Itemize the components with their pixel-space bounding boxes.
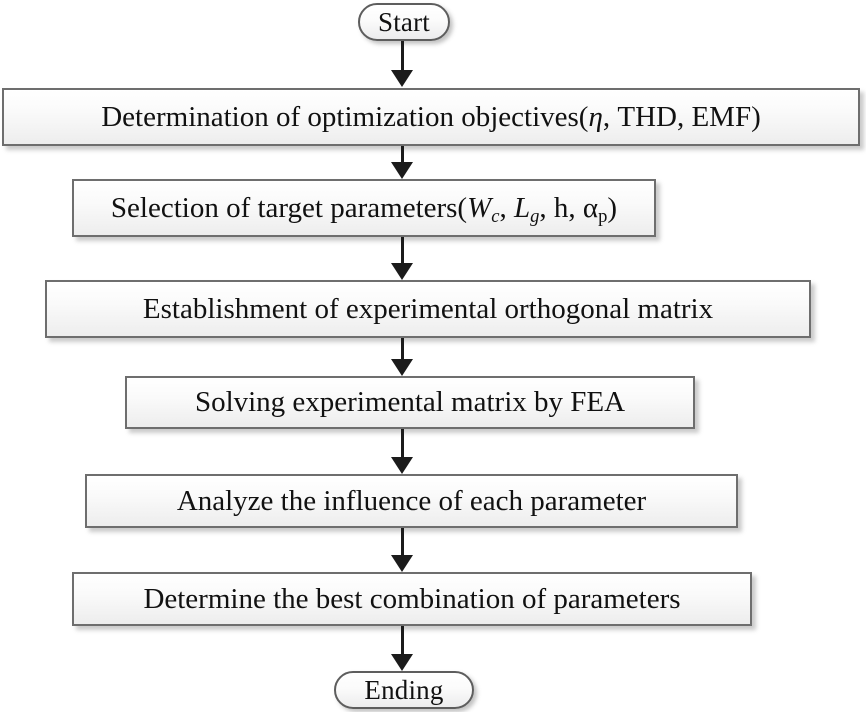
subscript-g: g xyxy=(530,205,540,227)
arrow-stem xyxy=(400,146,404,163)
arrow-stem xyxy=(400,528,404,556)
symbol-l: L xyxy=(514,191,531,224)
arrow-head-icon xyxy=(391,359,413,376)
node-ending[interactable]: Ending xyxy=(334,671,474,709)
node-analyze-influence-label: Analyze the influence of each parameter xyxy=(176,484,647,517)
arrow-stem xyxy=(400,41,404,71)
arrow-head-icon xyxy=(391,70,413,87)
objectives-lead: Determination of optimization objectives… xyxy=(101,100,589,133)
objectives-tail: , THD, EMF) xyxy=(602,100,761,133)
arrow-stem xyxy=(400,429,404,458)
symbol-w: W xyxy=(467,191,492,224)
arrow-head-icon xyxy=(391,457,413,474)
eta-symbol: η xyxy=(588,100,603,133)
arrow-best-combination-to-ending xyxy=(389,626,415,671)
node-best-combination[interactable]: Determine the best combination of parame… xyxy=(72,572,752,626)
arrow-analyze-influence-to-best-combination xyxy=(389,528,415,572)
symbol-alpha: α xyxy=(582,191,599,224)
arrow-orthogonal-matrix-to-solving-fea xyxy=(389,338,415,376)
node-ending-label: Ending xyxy=(364,674,444,705)
arrow-stem xyxy=(400,237,404,264)
node-solving-fea[interactable]: Solving experimental matrix by FEA xyxy=(125,376,695,429)
node-start-label: Start xyxy=(378,6,430,37)
arrow-head-icon xyxy=(391,162,413,179)
parameters-sep-2: , h, xyxy=(539,191,583,224)
parameters-sep-1: , xyxy=(499,191,514,224)
arrow-stem xyxy=(400,338,404,360)
arrow-head-icon xyxy=(391,555,413,572)
node-orthogonal-matrix-label: Establishment of experimental orthogonal… xyxy=(142,292,714,325)
node-orthogonal-matrix[interactable]: Establishment of experimental orthogonal… xyxy=(45,280,811,338)
node-parameters-label: Selection of target parameters(Wc, Lg, h… xyxy=(110,191,618,225)
subscript-p: p xyxy=(598,205,608,227)
arrow-objectives-to-parameters xyxy=(389,146,415,179)
arrow-parameters-to-orthogonal-matrix xyxy=(389,237,415,280)
node-analyze-influence[interactable]: Analyze the influence of each parameter xyxy=(85,474,738,528)
arrow-solving-fea-to-analyze-influence xyxy=(389,429,415,474)
parameters-tail: ) xyxy=(607,191,618,224)
arrow-stem xyxy=(400,626,404,655)
arrow-head-icon xyxy=(391,654,413,671)
node-start[interactable]: Start xyxy=(358,3,450,41)
node-objectives[interactable]: Determination of optimization objectives… xyxy=(2,88,860,146)
arrow-head-icon xyxy=(391,263,413,280)
node-parameters[interactable]: Selection of target parameters(Wc, Lg, h… xyxy=(72,179,656,237)
node-best-combination-label: Determine the best combination of parame… xyxy=(143,582,681,615)
node-solving-fea-label: Solving experimental matrix by FEA xyxy=(194,386,626,418)
arrow-start-to-objectives xyxy=(389,41,415,87)
subscript-c: c xyxy=(491,205,500,227)
node-objectives-label: Determination of optimization objectives… xyxy=(101,100,761,133)
parameters-lead: Selection of target parameters( xyxy=(110,191,468,224)
